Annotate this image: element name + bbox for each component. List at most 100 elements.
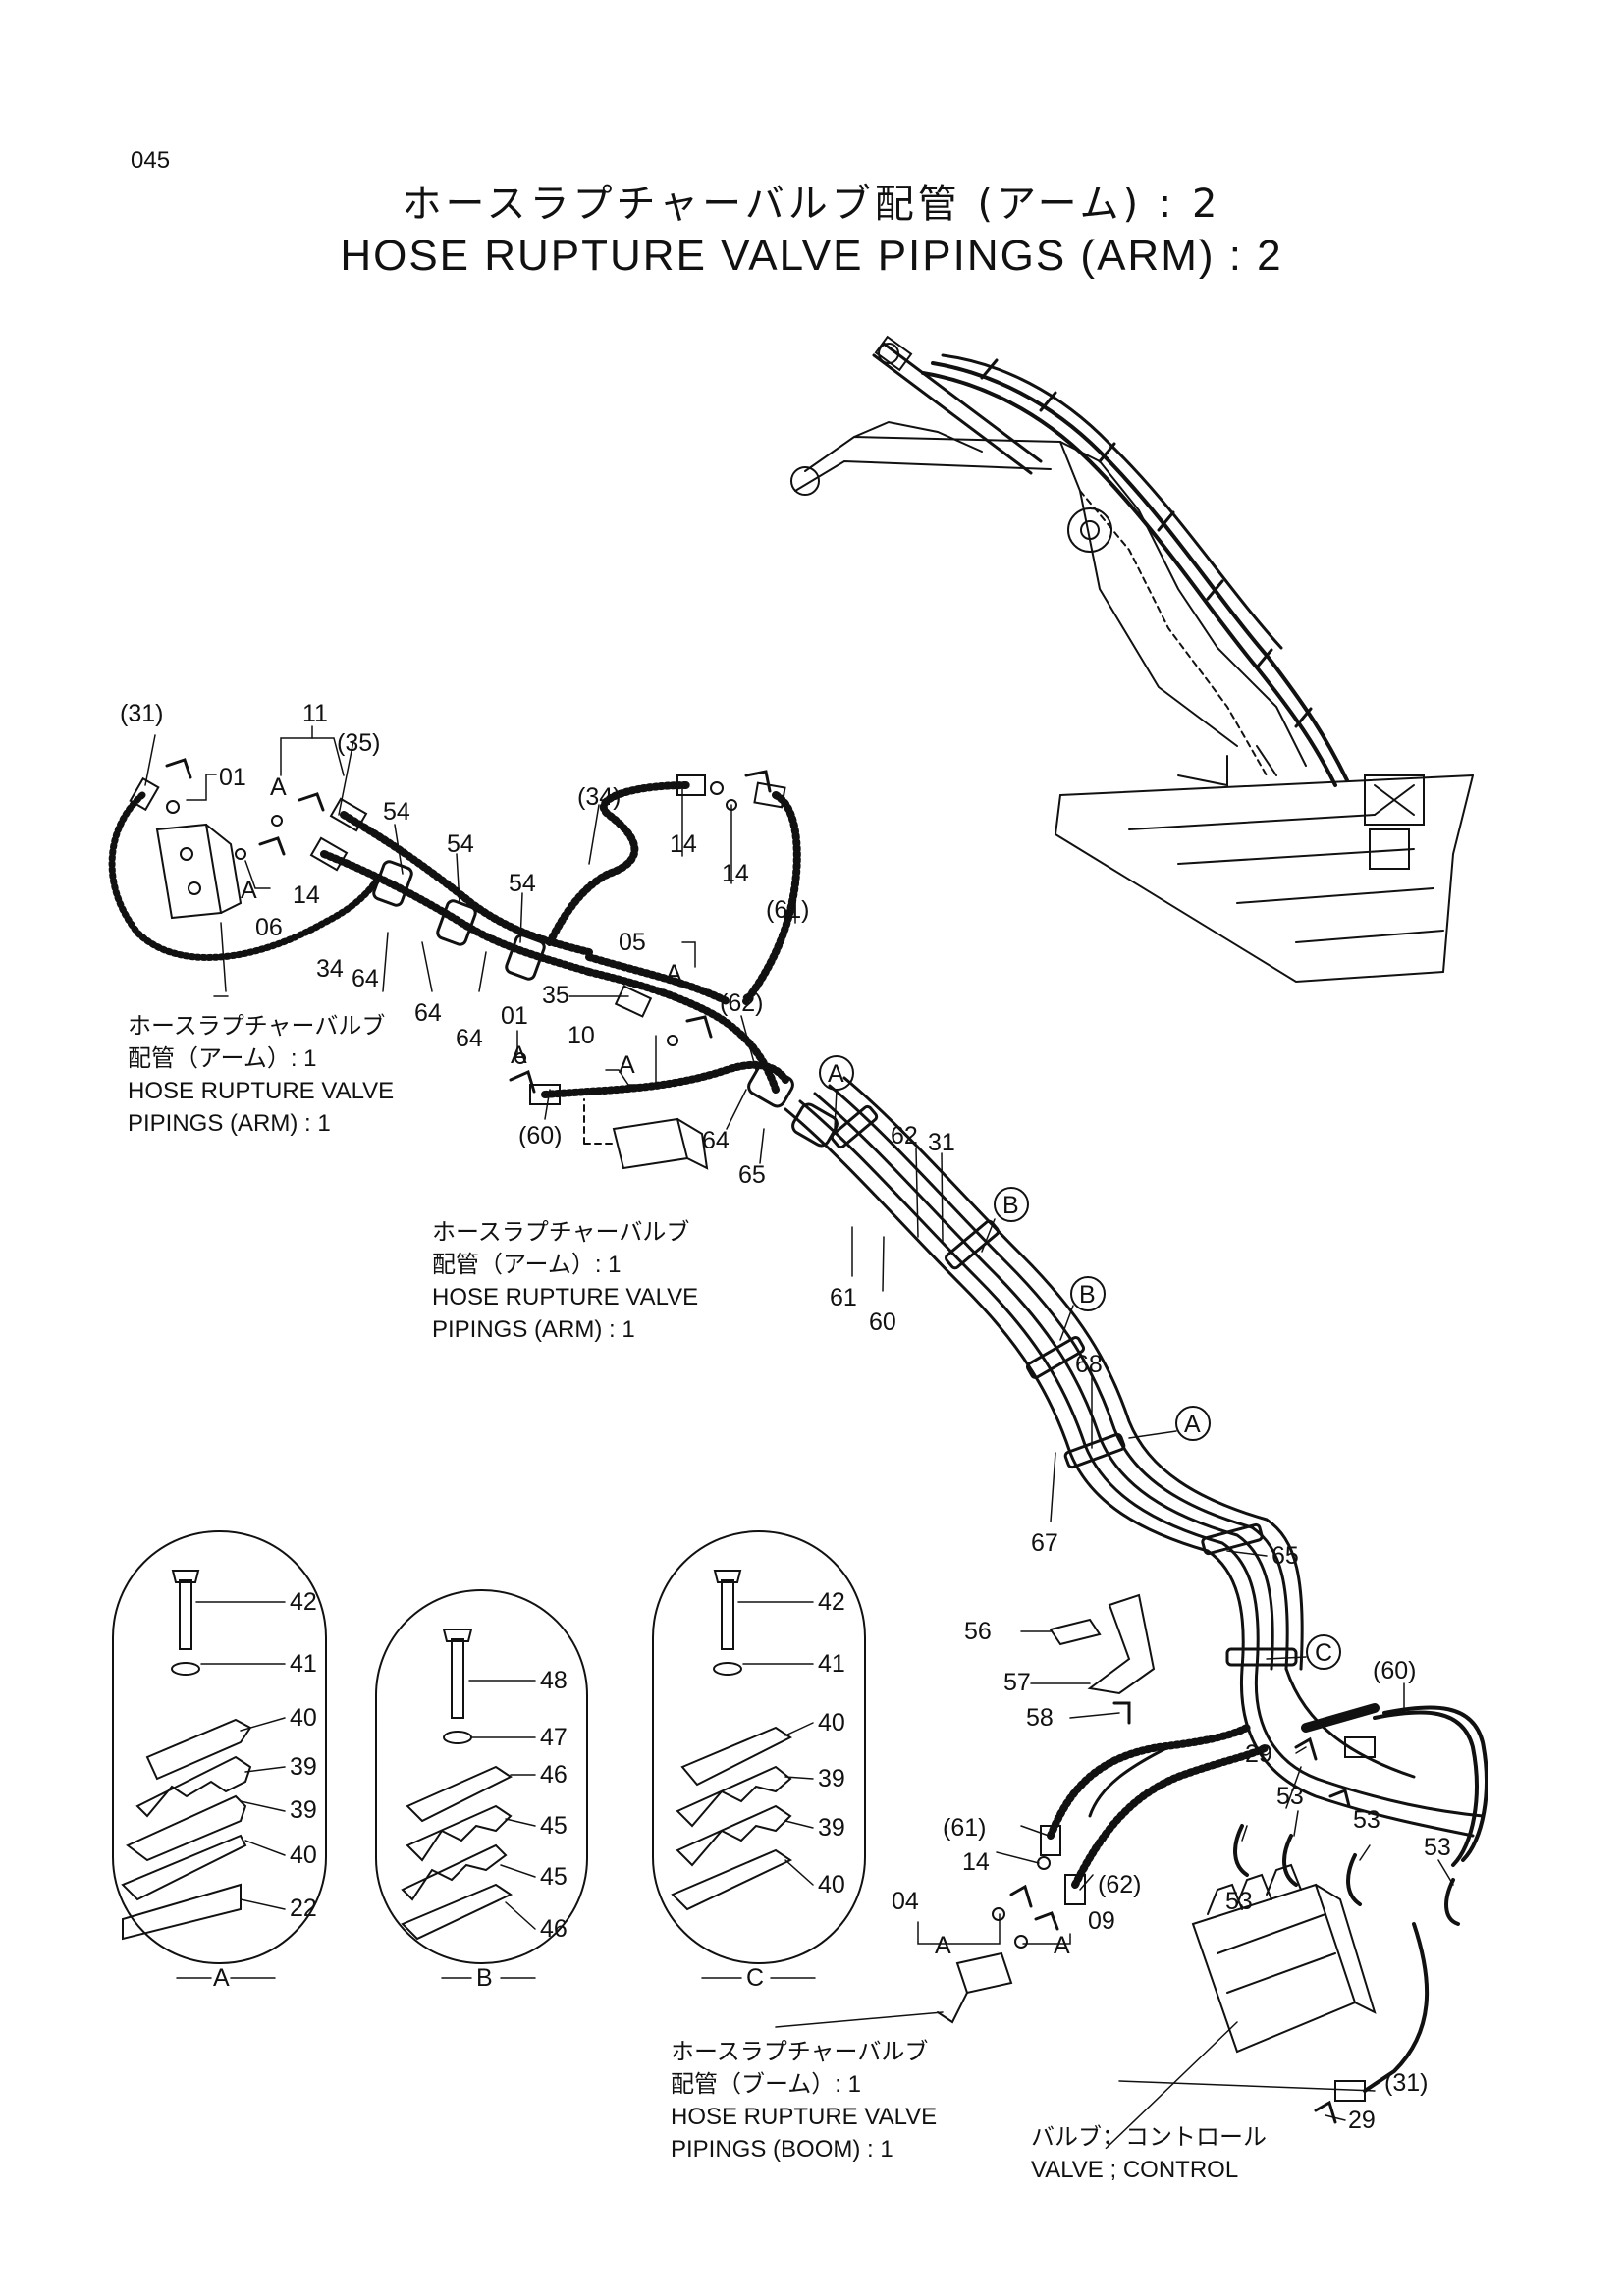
marker-b-2: [1070, 1276, 1106, 1311]
label-62-chain: 62: [891, 1122, 918, 1149]
label-53-a: 53: [1276, 1783, 1304, 1810]
label-64-b: 64: [414, 999, 442, 1027]
label-06: 06: [255, 914, 283, 941]
detail-a-41: 41: [290, 1650, 317, 1678]
label-09: 09: [1088, 1907, 1115, 1935]
label-64-a: 64: [352, 965, 379, 992]
label-29-upper: 29: [1245, 1740, 1272, 1768]
detail-c-40-bottom: 40: [818, 1871, 845, 1898]
label-61-chain: 61: [830, 1284, 857, 1311]
detail-c-39-bottom: 39: [818, 1814, 845, 1842]
hose-circuit-upper: [108, 758, 839, 1170]
label-14-c: 14: [722, 860, 749, 887]
detail-c-letter: C: [746, 1964, 764, 1992]
labels-detail-a: 42 41 40 39 39 40 22 A: [213, 1588, 317, 1992]
label-34: 34: [316, 955, 344, 983]
label-a-top: A: [270, 774, 287, 801]
label-57: 57: [1003, 1669, 1031, 1696]
label-34-top: (34): [577, 783, 621, 811]
label-05: 05: [619, 929, 646, 956]
detail-b-46-bottom: 46: [540, 1915, 568, 1943]
page-number: 045: [131, 147, 171, 174]
label-14-a: 14: [293, 881, 320, 909]
svg-text:PIPINGS (ARM) : 1: PIPINGS (ARM) : 1: [432, 1316, 635, 1343]
marker-a-2-letter: A: [1184, 1411, 1201, 1438]
label-60-chain: 60: [869, 1308, 896, 1336]
arm-boom-illustration: [790, 335, 1474, 984]
detail-b-45-top: 45: [540, 1812, 568, 1840]
title-japanese: ホースラプチャーバルブ配管 (アーム) : 2: [402, 182, 1221, 227]
label-31-lower: (31): [1384, 2069, 1428, 2097]
svg-text:配管（アーム）: 1: 配管（アーム）: 1: [128, 1045, 317, 1072]
label-61-lower: (61): [943, 1814, 986, 1842]
svg-text:PIPINGS (BOOM) : 1: PIPINGS (BOOM) : 1: [671, 2136, 893, 2163]
note-boom-1: ホースラプチャーバルブ 配管（ブーム）: 1 HOSE RUPTURE VALV…: [671, 2039, 937, 2163]
labels-upper: (31) 11 (35) 01 A A 06 14 34 64 54 54 64…: [120, 700, 809, 1189]
detail-a-22: 22: [290, 1895, 317, 1922]
label-14-b: 14: [670, 830, 697, 858]
detail-a-letter: A: [213, 1964, 230, 1992]
detail-c-41: 41: [818, 1650, 845, 1678]
label-31-top: (31): [120, 700, 163, 727]
label-10: 10: [568, 1022, 595, 1049]
detail-c-oval: [652, 1530, 866, 1964]
detail-a-40-top: 40: [290, 1704, 317, 1732]
detail-b-48: 48: [540, 1667, 568, 1694]
marker-c: [1306, 1634, 1341, 1670]
detail-a-42: 42: [290, 1588, 317, 1616]
svg-text:HOSE RUPTURE VALVE: HOSE RUPTURE VALVE: [432, 1284, 698, 1310]
label-35-mid: 35: [542, 982, 569, 1009]
marker-b-1-letter: B: [1002, 1192, 1019, 1219]
label-61-top: (61): [766, 896, 809, 924]
leader-lines: [144, 725, 1454, 2146]
label-a-04: A: [935, 1932, 951, 1959]
marker-b-2-letter: B: [1079, 1281, 1096, 1308]
label-31-chain: 31: [928, 1129, 955, 1156]
svg-text:ホースラプチャーバルブ: ホースラプチャーバルブ: [128, 1013, 385, 1040]
detail-b-oval: [375, 1589, 588, 1964]
detail-c-39-top: 39: [818, 1765, 845, 1792]
svg-text:配管（アーム）: 1: 配管（アーム）: 1: [432, 1252, 622, 1278]
label-65-chain: 65: [1271, 1542, 1299, 1570]
label-60-mid: (60): [518, 1122, 562, 1149]
label-54-b: 54: [447, 830, 474, 858]
label-01-top: 01: [219, 764, 246, 791]
detail-b-letter: B: [476, 1964, 493, 1992]
labels-chain: A 62 31 B 61 60 B 68 A 67 65 C: [828, 1060, 1332, 1667]
label-65-top: 65: [738, 1161, 766, 1189]
svg-text:PIPINGS (ARM) : 1: PIPINGS (ARM) : 1: [128, 1110, 331, 1137]
note-arm-1b: ホースラプチャーバルブ 配管（アーム）: 1 HOSE RUPTURE VALV…: [432, 1219, 698, 1343]
label-68: 68: [1075, 1351, 1103, 1378]
label-62-top: (62): [720, 989, 763, 1017]
label-11: 11: [302, 700, 328, 727]
label-04: 04: [892, 1888, 919, 1915]
note-control-valve: バルブ；コントロール VALVE ; CONTROL: [1031, 2124, 1267, 2183]
svg-text:HOSE RUPTURE VALVE: HOSE RUPTURE VALVE: [128, 1078, 394, 1104]
label-53-d: 53: [1225, 1888, 1253, 1915]
labels-detail-b: 48 47 46 45 45 46 B: [476, 1667, 568, 1992]
label-01-mid: 01: [501, 1002, 528, 1030]
label-a-09: A: [1054, 1932, 1070, 1959]
label-62-lower: (62): [1098, 1871, 1141, 1898]
svg-text:HOSE RUPTURE VALVE: HOSE RUPTURE VALVE: [671, 2104, 937, 2130]
detail-ovals: [112, 1530, 866, 1964]
detail-b-47: 47: [540, 1724, 568, 1751]
marker-b-1: [994, 1187, 1029, 1222]
label-a-05: A: [666, 960, 682, 988]
svg-text:バルブ；コントロール: バルブ；コントロール: [1031, 2124, 1267, 2151]
detail-a-oval: [112, 1530, 327, 1964]
label-53-b: 53: [1353, 1806, 1380, 1834]
detail-b-46-top: 46: [540, 1761, 568, 1789]
marker-a-2: [1175, 1406, 1211, 1441]
detail-a-40-bottom: 40: [290, 1842, 317, 1869]
title-english: HOSE RUPTURE VALVE PIPINGS (ARM) : 2: [340, 232, 1283, 280]
marker-c-letter: C: [1315, 1639, 1332, 1667]
detail-c-42: 42: [818, 1588, 845, 1616]
label-54-a: 54: [383, 798, 410, 826]
note-arm-1a: ホースラプチャーバルブ 配管（アーム）: 1 HOSE RUPTURE VALV…: [128, 1013, 394, 1137]
marker-a-1-letter: A: [828, 1060, 844, 1088]
labels-detail-c: 42 41 40 39 39 40 C: [746, 1588, 845, 1992]
label-54-c: 54: [509, 870, 536, 897]
